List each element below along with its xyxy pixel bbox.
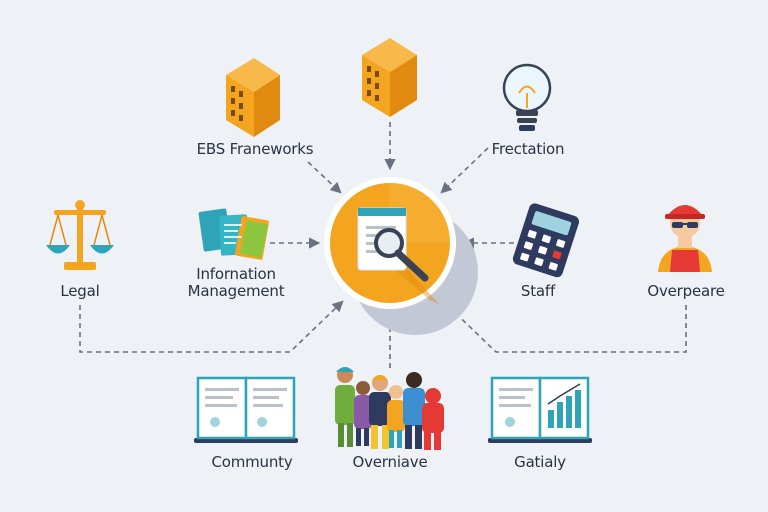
overniave-label: Overniave xyxy=(352,453,428,471)
gatialy-label: Gatialy xyxy=(514,453,566,471)
connector-frectation xyxy=(440,147,489,194)
document-magnifier-icon xyxy=(357,207,440,305)
calculator-icon xyxy=(512,203,580,278)
information-label: Infornation Management xyxy=(180,266,292,300)
frameworks-node xyxy=(226,58,280,137)
top-building-node xyxy=(362,38,417,117)
building-icon xyxy=(226,58,280,137)
documents-icon xyxy=(198,208,269,260)
lightbulb-icon xyxy=(502,63,552,131)
overpeare-label: Overpeare xyxy=(647,282,725,300)
overniave-node xyxy=(335,367,444,450)
open-book-icon xyxy=(194,376,298,443)
staff-label: Staff xyxy=(520,282,556,300)
legal-node xyxy=(46,200,114,270)
chart-book-icon xyxy=(488,376,592,443)
information-node xyxy=(198,208,269,260)
scales-icon xyxy=(46,200,114,270)
overpeare-node xyxy=(658,205,712,272)
staff-node xyxy=(512,203,580,278)
gatialy-node xyxy=(488,376,592,443)
frameworks-label: EBS Franeworks xyxy=(196,140,314,158)
information-label-line1: Infornation xyxy=(196,265,276,283)
connector-frameworks xyxy=(307,161,342,194)
hub xyxy=(324,177,478,335)
community-label: Communty xyxy=(211,453,293,471)
legal-label: Legal xyxy=(60,282,100,300)
people-group-icon xyxy=(335,367,444,450)
frectation-node xyxy=(502,63,552,131)
connector-legal xyxy=(79,300,344,353)
information-label-line2: Management xyxy=(187,282,285,300)
worker-icon xyxy=(658,205,712,272)
frectation-label: Frectation xyxy=(491,140,565,158)
building-icon xyxy=(362,38,417,117)
connector-overpeare xyxy=(440,298,687,353)
community-node xyxy=(194,376,298,443)
connectors xyxy=(79,122,687,368)
